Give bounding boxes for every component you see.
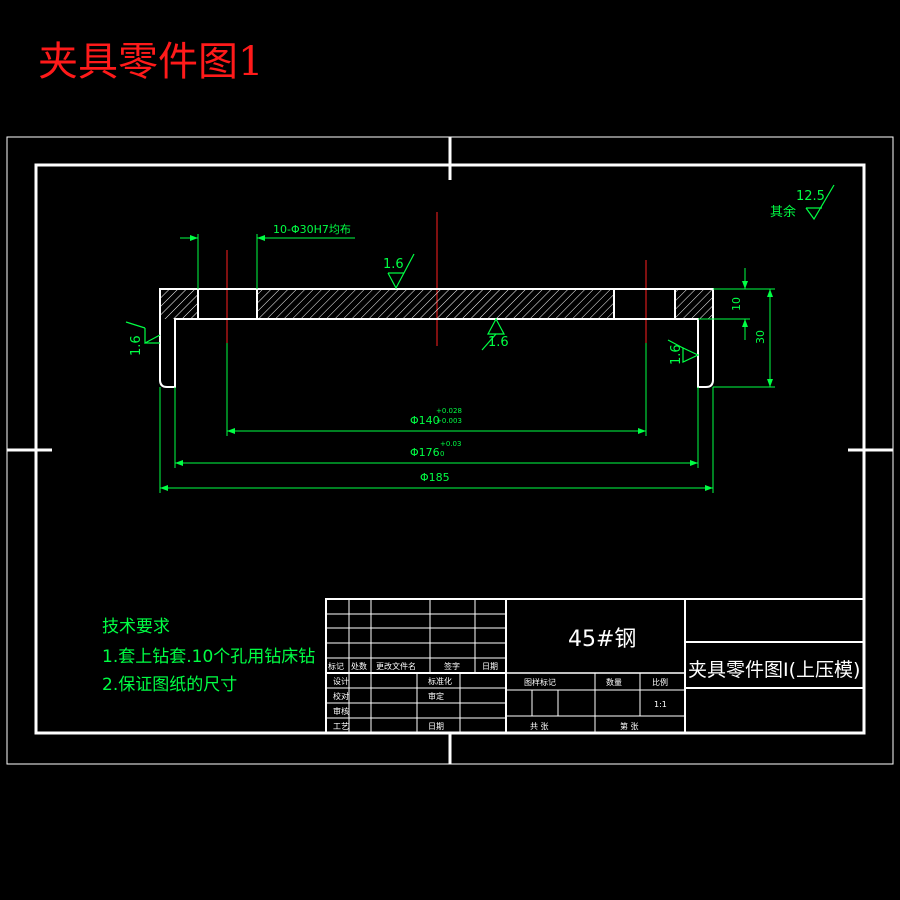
header-change-doc: 更改文件名 [376,661,416,671]
dia-176-label: Φ176 [410,446,440,459]
total-sheets-label: 共 张 [530,722,549,731]
header-signature: 签字 [444,661,460,671]
standardization-label: 标准化 [428,676,452,686]
dia-140-tol-upper: +0.028 [436,407,462,415]
header-count: 处数 [351,661,367,671]
dia-140-label: Φ140 [410,414,440,427]
roughness-other-value: 12.5 [796,189,825,204]
quantity-label: 数量 [606,677,622,687]
date-label: 日期 [428,722,444,731]
centering-marks [7,137,893,764]
page-title: 夹具零件图1 [38,39,263,85]
roughness-right-value: 1.6 [669,344,684,365]
center-lines [226,212,647,346]
stage-mark-label: 图样标记 [524,677,556,687]
row-check: 校对 [333,691,349,701]
header-mark: 标记 [328,661,344,671]
scale-value: 1:1 [654,700,667,709]
roughness-symbols [125,184,835,363]
roughness-top-value: 1.6 [383,257,404,272]
roughness-other-label: 其余 [770,204,796,220]
tech-requirements-title: 技术要求 [102,617,170,637]
tech-requirement-1: 1.套上钻套.10个孔用钻床钻 [102,647,315,667]
scale-label: 比例 [652,677,668,687]
roughness-middle-value: 1.6 [488,335,509,350]
part-section [159,288,714,388]
header-date: 日期 [482,662,498,671]
holes-note-label: 10-Φ30H7均布 [273,223,351,236]
height-30-label: 30 [754,330,767,344]
roughness-left-value: 1.6 [129,335,144,356]
sheet-number-label: 第 张 [620,721,639,731]
title-block [325,598,865,734]
dia-140-tol-lower: +0.003 [436,417,462,425]
row-process: 工艺 [333,722,349,731]
row-review: 审核 [333,706,349,716]
height-10-label: 10 [730,297,743,311]
row-design: 设计 [333,676,349,686]
material-label: 45#钢 [568,627,636,652]
dia-176-tol-lower: 0 [440,450,444,458]
tech-requirement-2: 2.保证图纸的尺寸 [102,675,237,695]
approval-label: 审定 [428,691,444,701]
drawing-name-label: 夹具零件图Ⅰ(上压模) [688,659,860,681]
dia-176-tol-upper: +0.03 [440,440,461,448]
dia-185-label: Φ185 [420,471,450,484]
dimension-lines [159,234,775,493]
